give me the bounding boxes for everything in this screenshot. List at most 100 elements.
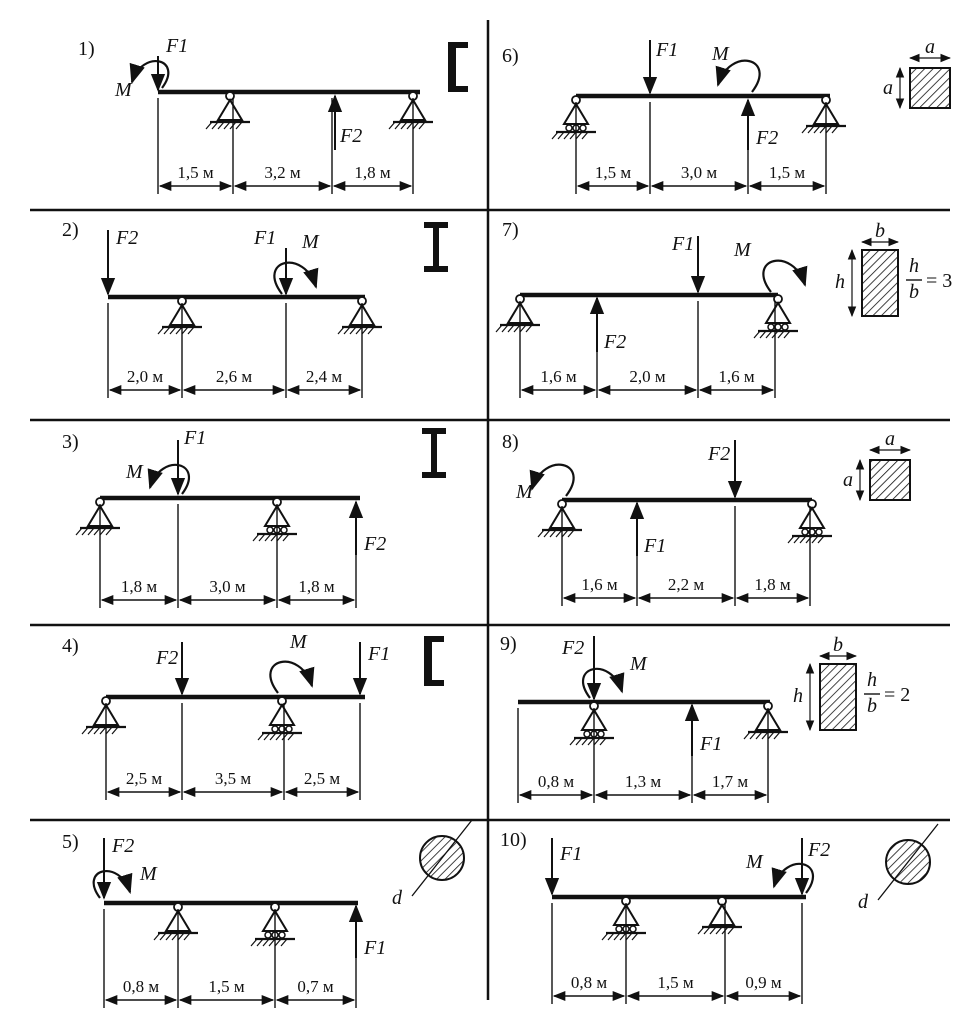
ground-hatch: [697, 926, 705, 935]
ground-hatch: [825, 125, 833, 134]
dimension-label: 1,5 м: [657, 973, 694, 992]
roller-wheel: [583, 730, 591, 738]
ground-hatch: [765, 330, 773, 339]
force-f1-label: F1: [699, 733, 722, 755]
channel-shape: [448, 42, 468, 92]
ground-hatch: [581, 737, 589, 746]
section-dim-d: [877, 823, 939, 901]
roller-wheel: [767, 323, 775, 331]
ground-hatch: [801, 125, 809, 134]
roller-support: [250, 902, 295, 947]
dimension-label: 1,5 м: [595, 163, 632, 182]
ground-hatch: [263, 732, 271, 741]
problem-number: 5): [62, 831, 79, 853]
dimension-label: 1,7 м: [712, 772, 749, 791]
dimension-label: 1,6 м: [581, 575, 618, 594]
ground-hatch: [264, 533, 272, 542]
dimension-label: 1,6 м: [540, 367, 577, 386]
ground-hatch: [187, 326, 195, 335]
rect-section-body: [861, 249, 899, 317]
ground-hatch: [793, 535, 801, 544]
roller-wheel: [285, 725, 293, 733]
force-f1-label: F1: [165, 35, 188, 57]
ground-hatch: [87, 726, 95, 735]
ground-hatch: [111, 726, 119, 735]
ground-hatch: [555, 529, 563, 538]
force-f2-label: F2: [707, 443, 730, 465]
ground-hatch: [269, 732, 277, 741]
ratio-value: = 2: [884, 684, 910, 706]
dimension-label: 2,2 м: [668, 575, 705, 594]
dimension-label: 1,3 м: [625, 772, 662, 791]
ground-hatch: [418, 121, 426, 130]
force-f1-label: F1: [643, 535, 666, 557]
roller-wheel: [565, 124, 573, 132]
channel-shape: [424, 636, 444, 686]
ground-hatch: [819, 125, 827, 134]
ground-hatch: [831, 125, 839, 134]
ground-hatch: [262, 938, 270, 947]
dimension-label: 2,6 м: [216, 367, 253, 386]
section-label-a-side: a: [843, 469, 853, 491]
pin-support: [337, 296, 382, 335]
force-f1-label: F1: [655, 39, 678, 61]
section-label-d: d: [392, 887, 403, 909]
ground-hatch: [153, 932, 161, 941]
ground-hatch: [157, 326, 165, 335]
force-f2-label: F2: [603, 331, 626, 353]
roller-wheel: [579, 124, 587, 132]
ground-hatch: [817, 535, 825, 544]
ground-hatch: [569, 737, 577, 746]
ground-hatch: [495, 324, 503, 333]
ground-hatch: [388, 121, 396, 130]
dimension-label: 3,5 м: [215, 769, 252, 788]
ground-hatch: [252, 533, 260, 542]
section-label-b: b: [833, 634, 843, 656]
force-f1-label: F1: [363, 937, 386, 959]
roller-wheel: [815, 528, 823, 536]
moment-arrow: [147, 463, 190, 495]
force-f1-label: F1: [367, 643, 390, 665]
force-f2-label: F2: [111, 835, 134, 857]
pin-support: [81, 696, 126, 735]
ground-hatch: [169, 326, 177, 335]
force-f2-label: F2: [339, 125, 362, 147]
roller-wheel: [271, 725, 279, 733]
ground-hatch: [773, 731, 781, 740]
ground-hatch: [561, 529, 569, 538]
moment-label: M: [629, 653, 648, 675]
problem-number: 1): [78, 38, 95, 60]
dimension-label: 3,0 м: [681, 163, 718, 182]
ground-hatch: [406, 121, 414, 130]
ground-hatch: [270, 533, 278, 542]
dimension-label: 0,8 м: [571, 973, 608, 992]
ground-hatch: [805, 535, 813, 544]
roller-support: [753, 294, 798, 339]
ground-hatch: [412, 121, 420, 130]
dimension-label: 3,2 м: [264, 163, 301, 182]
roller-wheel: [615, 925, 623, 933]
ground-hatch: [205, 121, 213, 130]
support-triangle: [268, 703, 296, 726]
ground-hatch: [281, 732, 289, 741]
problem-number: 3): [62, 431, 79, 453]
ground-hatch: [282, 533, 290, 542]
ground-hatch: [349, 326, 357, 335]
ratio-value: = 3: [926, 270, 952, 292]
section-dim-d: [411, 819, 473, 897]
ground-hatch: [268, 938, 276, 947]
moment-arrow: [269, 660, 315, 694]
moment-label: M: [515, 481, 534, 503]
ground-hatch: [99, 726, 107, 735]
ground-hatch: [175, 326, 183, 335]
i-beam-shape: [424, 222, 448, 272]
dimension-label: 3,0 м: [209, 577, 246, 596]
force-f2-label: F2: [115, 227, 138, 249]
dimension-label: 1,8 м: [298, 577, 335, 596]
ground-hatch: [177, 932, 185, 941]
